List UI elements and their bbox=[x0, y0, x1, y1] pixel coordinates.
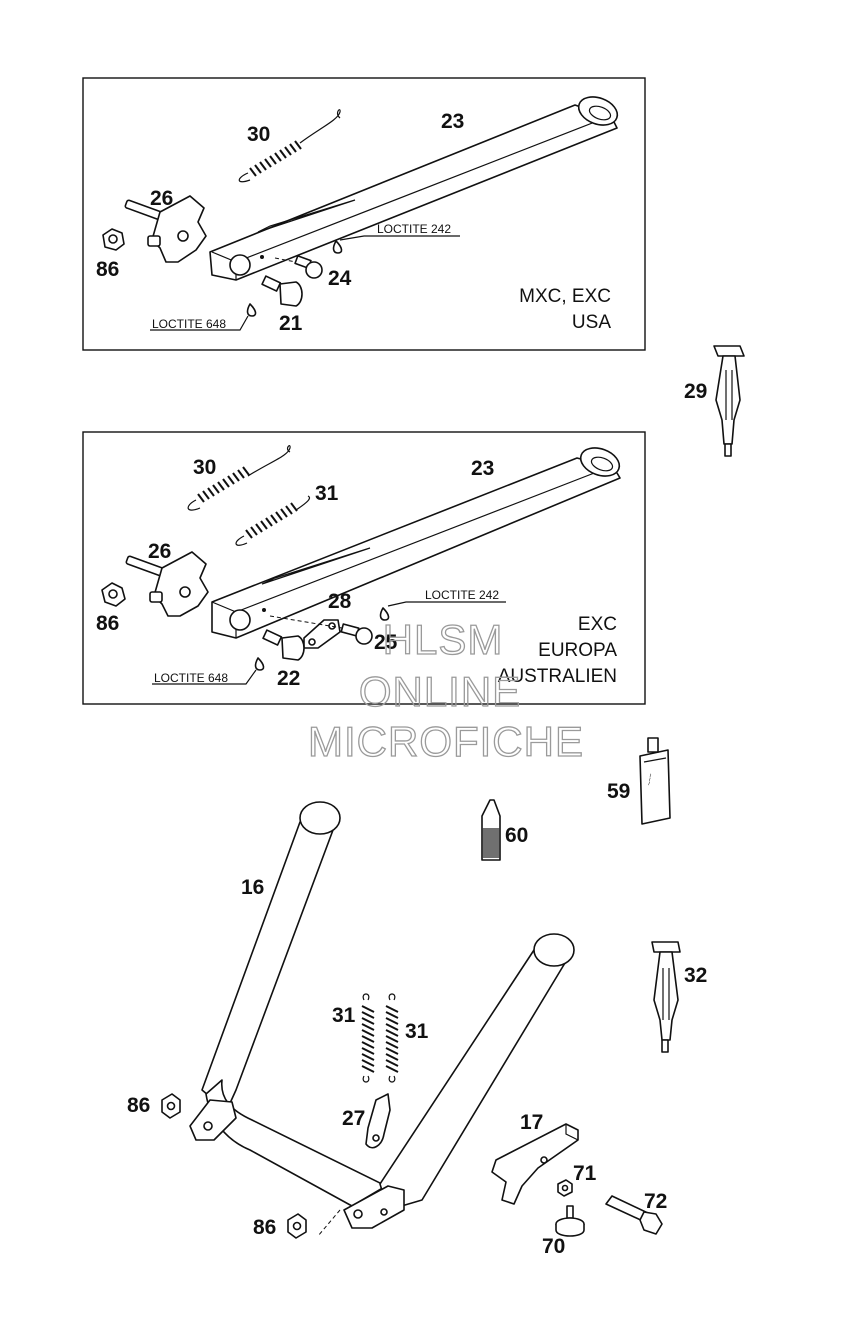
rubber-stop-drawing: 70 bbox=[542, 1205, 585, 1258]
nut-drawing bbox=[102, 228, 125, 251]
label-spring-left: 31 bbox=[332, 1004, 356, 1027]
spring-drawing bbox=[238, 109, 341, 183]
screw-drawing bbox=[269, 607, 390, 645]
label-bolt-plate: 26 bbox=[150, 187, 173, 210]
center-nut-lower-drawing: 86 bbox=[253, 1213, 307, 1239]
label-bracket: 17 bbox=[520, 1111, 543, 1134]
label-nut: 86 bbox=[96, 612, 119, 635]
label-tool-top: 29 bbox=[684, 380, 707, 403]
label-rubber-stop: 70 bbox=[542, 1235, 565, 1258]
label-side-stand: 23 bbox=[471, 457, 494, 480]
thread-locker-tube-drawing: ~~~ 59 bbox=[607, 737, 671, 825]
label-nut-upper: 86 bbox=[127, 1094, 150, 1117]
loctite-648-label: LOCTITE 648 bbox=[152, 317, 226, 331]
bolt-plate-drawing bbox=[125, 551, 209, 617]
nut-drawing bbox=[101, 582, 126, 607]
spring-31-drawing bbox=[235, 495, 311, 546]
region-label-line-3: AUSTRALIEN bbox=[498, 666, 617, 687]
side-stand-drawing bbox=[211, 447, 621, 639]
loctite-648-label: LOCTITE 648 bbox=[154, 671, 228, 685]
spring-hook-drawing: 27 bbox=[342, 1093, 391, 1149]
svg-text:~~~: ~~~ bbox=[646, 773, 655, 786]
label-spring-right: 31 bbox=[405, 1020, 429, 1043]
region-label-line-1: EXC bbox=[578, 614, 617, 635]
bolt-plate-drawing bbox=[124, 195, 207, 263]
stop-drawing bbox=[246, 275, 303, 317]
bolt-drawing: 72 bbox=[605, 1190, 667, 1235]
panel-exc-europa-australien: 30 31 23 26 86 28 25 22 LOCTITE 242 LOCT… bbox=[82, 431, 646, 705]
label-tool-bottom: 32 bbox=[684, 964, 707, 987]
stop-drawing bbox=[254, 629, 305, 671]
label-center-stand: 16 bbox=[241, 876, 264, 899]
label-screw: 25 bbox=[374, 631, 398, 654]
label-thread-locker: 59 bbox=[607, 780, 630, 803]
bottle-drawing: 60 bbox=[481, 799, 528, 861]
tool-bottom-drawing: 32 bbox=[651, 941, 707, 1053]
region-label-line-2: EUROPA bbox=[538, 640, 617, 661]
panel-mxc-exc-usa: 30 23 26 86 24 21 LOCTITE 242 LOCTITE 64… bbox=[82, 77, 646, 351]
label-spring: 30 bbox=[247, 123, 270, 146]
region-label-line-2: USA bbox=[572, 312, 611, 333]
label-spring-31: 31 bbox=[315, 482, 339, 505]
spring-30-drawing bbox=[187, 445, 291, 511]
label-bolt: 72 bbox=[644, 1190, 667, 1213]
watermark-line-1: HLSM bbox=[383, 616, 504, 663]
label-stop: 21 bbox=[279, 312, 303, 335]
label-spring-30: 30 bbox=[193, 456, 216, 479]
label-bolt-plate: 26 bbox=[148, 540, 171, 563]
screw-drawing bbox=[274, 240, 343, 279]
label-nut-lower: 86 bbox=[253, 1216, 276, 1239]
side-stand-drawing bbox=[209, 96, 619, 281]
tool-top-drawing: 29 bbox=[684, 345, 745, 457]
label-nut: 86 bbox=[96, 258, 119, 281]
label-stop: 22 bbox=[277, 667, 300, 690]
label-screw: 24 bbox=[328, 267, 352, 290]
loctite-242-label: LOCTITE 242 bbox=[377, 222, 451, 236]
label-bottle: 60 bbox=[505, 824, 528, 847]
center-springs-drawing: 31 31 bbox=[332, 993, 429, 1083]
label-spring-hook: 27 bbox=[342, 1107, 365, 1130]
plate-drawing bbox=[303, 619, 341, 649]
small-nut-drawing: 71 bbox=[557, 1162, 597, 1197]
loctite-242-label: LOCTITE 242 bbox=[425, 588, 499, 602]
label-side-stand: 23 bbox=[441, 110, 464, 133]
center-nut-upper-drawing: 86 bbox=[127, 1093, 181, 1119]
watermark: HLSM ONLINE MICROFICHE bbox=[307, 615, 584, 765]
watermark-line-3: MICROFICHE bbox=[308, 718, 584, 765]
label-plate: 28 bbox=[328, 590, 352, 613]
watermark-line-2: ONLINE bbox=[359, 668, 521, 715]
bracket-drawing: 17 bbox=[491, 1111, 579, 1205]
label-small-nut: 71 bbox=[573, 1162, 597, 1185]
region-label-line-1: MXC, EXC bbox=[519, 286, 611, 307]
center-stand-drawing bbox=[189, 801, 575, 1237]
